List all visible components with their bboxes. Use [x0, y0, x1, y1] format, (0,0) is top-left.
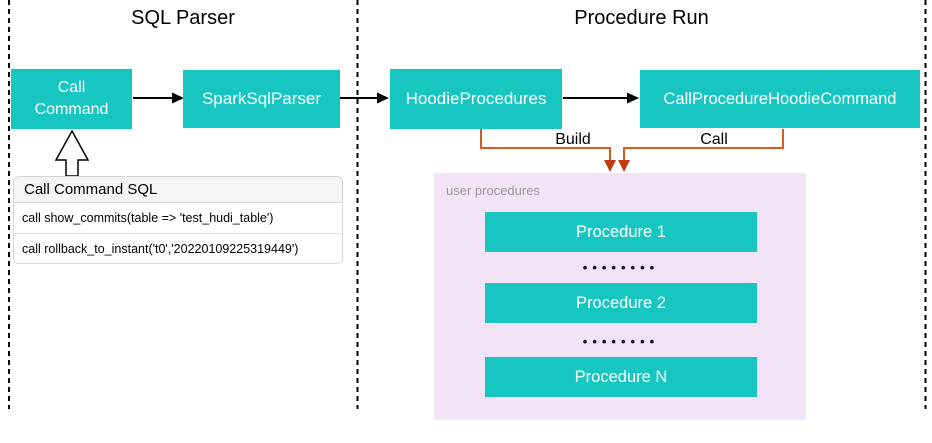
sql-query-row: call rollback_to_instant('t0','202201092… [14, 233, 342, 263]
procedure-run-section-title: Procedure Run [574, 7, 709, 29]
user-procedures-label: user procedures [446, 183, 540, 198]
arrow-hoodieprocedures-to-callproccommand-icon [563, 92, 639, 104]
node-sparksqlparser: SparkSqlParser [183, 70, 340, 128]
procedure-box-1: Procedure 1 [485, 212, 757, 252]
ellipsis-row: •••••••• [582, 334, 660, 349]
arrow-sparksqlparser-to-hoodieprocedures-icon [340, 92, 389, 104]
procedure-box-n: Procedure N [485, 357, 757, 397]
node-call-command: Call Command [11, 69, 132, 129]
node-call-command-label: Call Command [34, 79, 109, 118]
build-edge-label: Build [555, 131, 591, 148]
node-callprocedurehoodiecommand: CallProcedureHoodieCommand [640, 70, 920, 128]
call-command-sql-panel: Call Command SQL call show_commits(table… [13, 176, 343, 264]
node-hoodieprocedures: HoodieProcedures [390, 69, 562, 129]
sql-query-row: call show_commits(table => 'test_hudi_ta… [14, 203, 342, 233]
hollow-up-arrow-icon [54, 129, 90, 177]
ellipsis-row: •••••••• [582, 260, 660, 275]
call-edge-label: Call [700, 131, 728, 148]
procedure-box-2: Procedure 2 [485, 283, 757, 323]
sql-parser-section-title: SQL Parser [131, 7, 235, 29]
sql-panel-header: Call Command SQL [14, 177, 342, 203]
user-procedures-panel: user procedures Procedure 1 •••••••• Pro… [434, 173, 806, 420]
arrow-callcommand-to-sparksqlparser-icon [133, 92, 184, 104]
